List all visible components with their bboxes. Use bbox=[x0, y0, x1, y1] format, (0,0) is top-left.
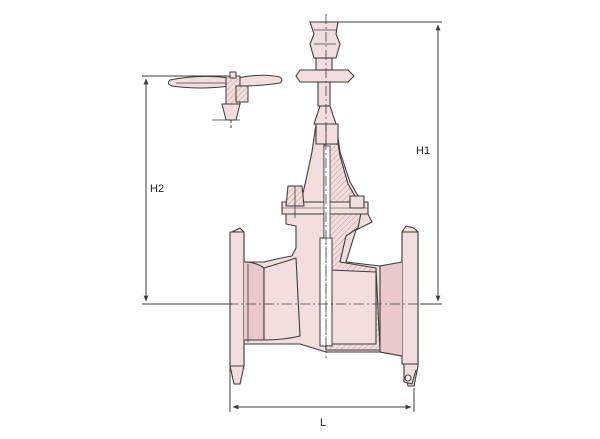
l-label: L bbox=[320, 417, 326, 429]
h1-label: H1 bbox=[416, 145, 430, 157]
handwheel bbox=[167, 71, 283, 128]
dimension-lines bbox=[142, 21, 442, 412]
spindle-cap bbox=[295, 21, 355, 125]
center-lines bbox=[210, 14, 440, 358]
gate-valve-body bbox=[229, 108, 419, 387]
h2-label: H2 bbox=[150, 183, 164, 195]
